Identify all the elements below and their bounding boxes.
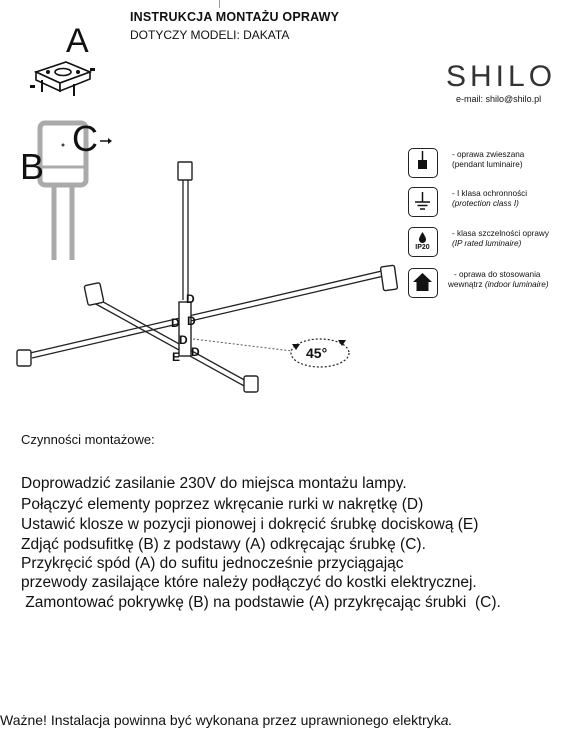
indoor-icon (408, 268, 438, 298)
warning-end-text: a. (440, 712, 453, 728)
ip20-icon: IP20 (408, 227, 438, 257)
canopy-detail-illustration (37, 120, 112, 260)
legend-pendant-translation: (pendant luminaire) (452, 160, 523, 169)
label-c: C (72, 118, 98, 159)
legend-pendant-label: - oprawa zwieszana (452, 150, 525, 159)
instruction-step-3: Ustawić klosze w pozycji pionowej i dokr… (21, 516, 479, 533)
legend-indoor-translation-italic: (indoor luminaire) (484, 280, 549, 289)
label-d-lower: D (191, 345, 200, 359)
instruction-step-7: Zamontować pokrywkę (B) na podstawie (A)… (21, 594, 501, 611)
instruction-step-5: Przykręcić spód (A) do sufitu jednocześn… (21, 555, 404, 572)
label-d-left: D (171, 316, 180, 330)
ip20-badge-text: IP20 (415, 244, 430, 251)
contact-email: e-mail: shilo@shilo.pl (456, 94, 542, 104)
instruction-step-6: przewody zasilające które należy podłącz… (21, 574, 477, 591)
legend-indoor-translation: wewnątrz (indoor luminaire) (448, 280, 549, 290)
document-title: INSTRUKCJA MONTAŻU OPRAWY (130, 10, 340, 24)
angle-label: 45° (306, 345, 328, 361)
legend-ip-translation: (IP rated luminaire) (452, 239, 522, 248)
installation-warning: Ważne! Instalacja powinna być wykonana p… (0, 712, 452, 728)
luminaire-drawing (16, 161, 399, 393)
label-d-right: D (187, 314, 196, 328)
legend-indoor-label: - oprawa do stosowania (454, 270, 541, 279)
mounting-bracket-illustration (30, 61, 95, 96)
label-a: A (66, 22, 89, 60)
warning-main-text: Ważne! Instalacja powinna być wykonana p… (0, 712, 441, 728)
pendant-icon (408, 148, 438, 178)
label-d-top: D (186, 292, 195, 306)
legend-indoor-translation-plain: wewnątrz (448, 280, 485, 289)
legend-item-indoor: - oprawa do stosowania wewnątrz (indoor … (408, 268, 580, 304)
brand-logo: SHILO (446, 60, 557, 93)
protection-class-icon (408, 187, 438, 217)
top-divider (219, 0, 220, 8)
document-subtitle: DOTYCZY MODELI: DAKATA (130, 28, 290, 42)
legend-protection-translation: (protection class I) (452, 199, 519, 208)
instruction-step-1: Doprowadzić zasilanie 230V do miejsca mo… (21, 475, 407, 492)
legend-item-pendant: - oprawa zwieszana (pendant luminaire) (408, 148, 580, 184)
legend-ip-label: - klasa szczelności oprawy (452, 229, 549, 238)
instruction-step-2: Połączyć elementy poprzez wkręcanie rurk… (21, 496, 424, 513)
label-e: E (172, 350, 181, 364)
instructions-heading: Czynności montażowe: (21, 432, 155, 447)
label-b: B (20, 146, 45, 187)
legend-protection-label: - I klasa ochronności (452, 189, 528, 198)
legend-item-protection-class: - I klasa ochronności (protection class … (408, 187, 580, 223)
instruction-step-4: Zdjąć podsufitkę (B) z podstawy (A) odkr… (21, 536, 426, 553)
legend-item-ip-rating: IP20 - klasa szczelności oprawy (IP rate… (408, 227, 580, 263)
label-d-middle: D (179, 333, 188, 347)
